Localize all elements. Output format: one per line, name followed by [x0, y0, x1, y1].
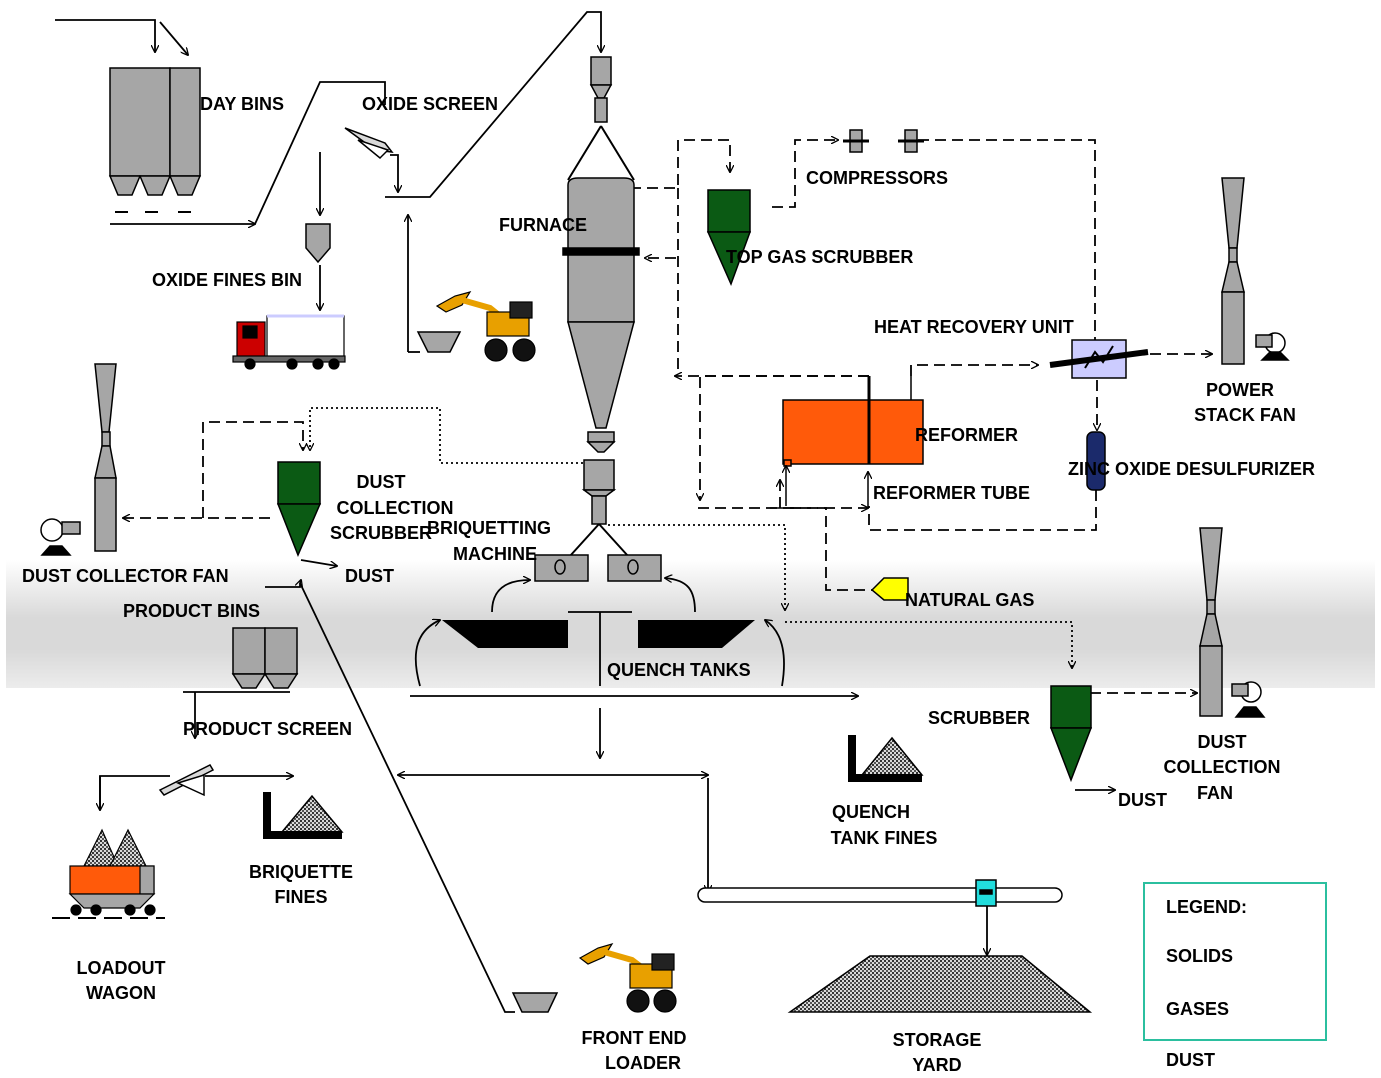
label-compressors: COMPRESSORS	[806, 168, 949, 188]
quench-tanks	[442, 620, 755, 648]
label-loadout-wagon-2: WAGON	[86, 983, 156, 1003]
label-briquette-fines-1: BRIQUETTE	[248, 862, 354, 882]
label-heat-recovery-unit: HEAT RECOVERY UNIT	[874, 317, 1074, 337]
label-quench-tank-fines-1: QUENCH	[831, 802, 911, 822]
quench-tank-fines-pile	[848, 735, 924, 782]
label-dust-collection-scrubber-3: SCRUBBER	[329, 523, 433, 543]
product-bins	[231, 627, 299, 689]
label-dust-collection-scrubber-2: COLLECTION	[336, 498, 454, 518]
power-stack-fan	[1221, 177, 1290, 365]
label-reformer: REFORMER	[915, 425, 1018, 445]
label-front-end-loader-2: LOADER	[605, 1053, 681, 1073]
oxide-fines-bin	[305, 223, 331, 264]
product-screen	[158, 764, 215, 797]
legend-dust: DUST	[1166, 1050, 1215, 1070]
label-power-stack-fan-1: POWER	[1205, 380, 1275, 400]
label-oxide-fines-bin: OXIDE FINES BIN	[152, 270, 303, 290]
label-dust-collector-fan: DUST COLLECTOR FAN	[22, 566, 229, 586]
oxide-hopper	[416, 331, 462, 353]
front-loader-icon-bottom	[578, 942, 677, 1013]
label-dust-collection-scrubber-1: DUST	[356, 472, 406, 492]
solids-flow-lines	[55, 11, 1306, 1013]
label-scrubber: SCRUBBER	[928, 708, 1031, 728]
label-natural-gas: NATURAL GAS	[905, 590, 1035, 610]
dump-truck-icon	[232, 314, 346, 370]
label-briquette-fines-2: FINES	[274, 887, 328, 907]
label-day-bins: DAY BINS	[200, 94, 285, 114]
label-briquetting-machine-1: BRIQUETTING	[427, 518, 551, 538]
shaft-furnace	[562, 56, 640, 557]
label-dust-collection-fan-3: FAN	[1197, 783, 1233, 803]
reformer	[770, 376, 924, 509]
label-front-end-loader-1: FRONT END	[581, 1028, 687, 1048]
natural-gas-inlet	[870, 577, 909, 601]
legend-gases: GASES	[1166, 999, 1230, 1019]
heat-recovery-unit	[1049, 339, 1149, 379]
label-oxide-screen: OXIDE SCREEN	[362, 94, 499, 114]
label-power-stack-fan-2: STACK FAN	[1194, 405, 1296, 425]
label-quench-tank-fines-2: TANK FINES	[830, 828, 938, 848]
dust-collection-fan-right	[1199, 527, 1266, 718]
storage-conveyor	[697, 879, 1063, 907]
loadout-wagon	[52, 828, 165, 919]
label-quench-tanks: QUENCH TANKS	[607, 660, 751, 680]
legend	[1143, 882, 1327, 1041]
briquetting-machine	[534, 554, 662, 582]
top-gas-scrubber	[706, 189, 752, 287]
zinc-oxide-desulfurizer	[1086, 431, 1106, 491]
dust-collector-fan	[40, 363, 117, 556]
label-dust-left: DUST	[345, 566, 394, 586]
label-product-screen: PRODUCT SCREEN	[183, 719, 353, 739]
storage-yard-pile	[787, 955, 1093, 1013]
label-storage-yard-1: STORAGE	[892, 1030, 982, 1050]
oxide-screen	[344, 127, 394, 160]
label-loadout-wagon-1: LOADOUT	[76, 958, 166, 978]
label-reformer-tube: REFORMER TUBE	[873, 483, 1030, 503]
label-dust-collection-fan-2: COLLECTION	[1163, 757, 1281, 777]
briquette-fines-pile	[263, 792, 344, 839]
label-dust-collection-fan-1: DUST	[1197, 732, 1247, 752]
front-loader-icon-top	[435, 291, 536, 362]
gases-flow-lines	[123, 140, 1306, 977]
legend-solids: SOLIDS	[1166, 946, 1234, 966]
label-furnace: FURNACE	[499, 215, 587, 235]
label-top-gas-scrubber: TOP GAS SCRUBBER	[726, 247, 914, 267]
label-storage-yard-2: YARD	[912, 1055, 962, 1075]
scrubber-right	[1049, 685, 1093, 783]
label-briquetting-machine-2: MACHINE	[453, 544, 537, 564]
label-product-bins: PRODUCT BINS	[123, 601, 261, 621]
dust-collection-scrubber	[276, 461, 322, 557]
compressors	[843, 129, 924, 153]
label-zinc-oxide-desulfurizer: ZINC OXIDE DESULFURIZER	[1068, 459, 1316, 479]
label-dust-right: DUST	[1118, 790, 1167, 810]
legend-title: LEGEND:	[1166, 897, 1247, 917]
day-bins	[108, 67, 202, 213]
front-end-hopper	[511, 992, 559, 1013]
